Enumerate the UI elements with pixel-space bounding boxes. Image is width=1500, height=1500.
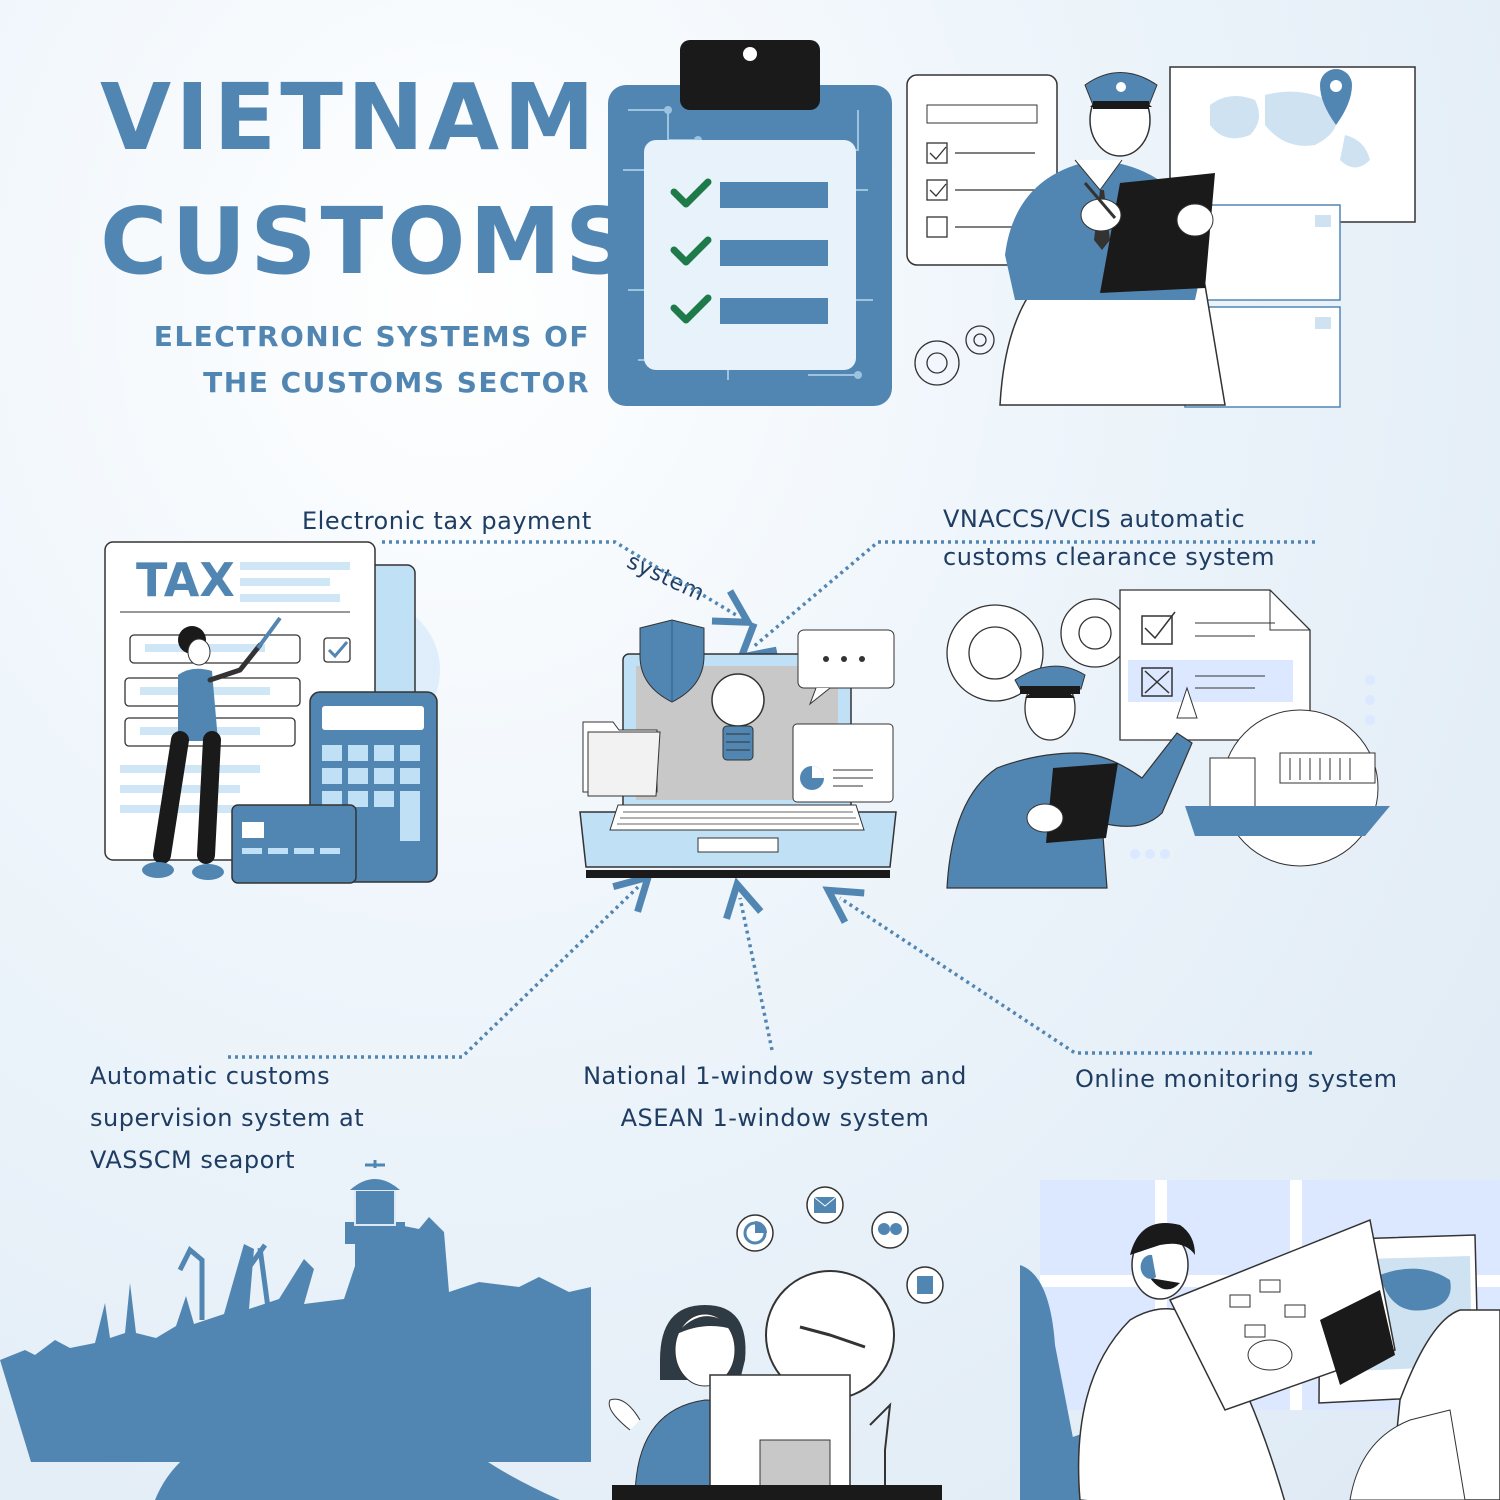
tax-payment-illustration: TAX — [104, 541, 440, 884]
label-one-window-line2: ASEAN 1-window system — [620, 1104, 930, 1132]
subtitle-line1: ELECTRONIC SYSTEMS OF — [153, 320, 590, 353]
arrow-monitoring — [840, 898, 1312, 1055]
customs-officer-illustration — [906, 66, 1416, 408]
label-supervision-line1: Automatic customs — [90, 1062, 331, 1090]
title-vietnam: VIETNAM — [100, 64, 599, 171]
arrow-one-window — [740, 898, 774, 1051]
monitoring-operator-illustration — [1020, 1180, 1500, 1500]
central-laptop-illustration — [579, 619, 897, 878]
label-online-monitoring: Online monitoring system — [1075, 1065, 1398, 1093]
subtitle-line2: THE CUSTOMS SECTOR — [203, 366, 590, 399]
seaport-lighthouse-silhouette — [0, 1160, 591, 1500]
clipboard-checklist-icon — [608, 40, 892, 406]
label-vnaccs-line1: VNACCS/VCIS automatic — [943, 505, 1246, 533]
label-supervision-line3: VASSCM seaport — [90, 1146, 296, 1174]
arrow-supervision — [228, 887, 638, 1059]
customs-clearance-illustration — [946, 589, 1390, 889]
one-window-illustration — [608, 1186, 944, 1500]
label-electronic-tax-payment: Electronic tax payment — [302, 507, 592, 535]
tax-word: TAX — [136, 553, 235, 607]
arrow-tax-payment — [382, 540, 736, 615]
arrow-vnaccs — [752, 540, 1315, 648]
label-supervision-line2: supervision system at — [90, 1104, 365, 1132]
label-vnaccs-line2: customs clearance system — [943, 543, 1275, 571]
label-one-window-line1: National 1-window system and — [583, 1062, 967, 1090]
title-customs: CUSTOMS — [100, 188, 636, 295]
